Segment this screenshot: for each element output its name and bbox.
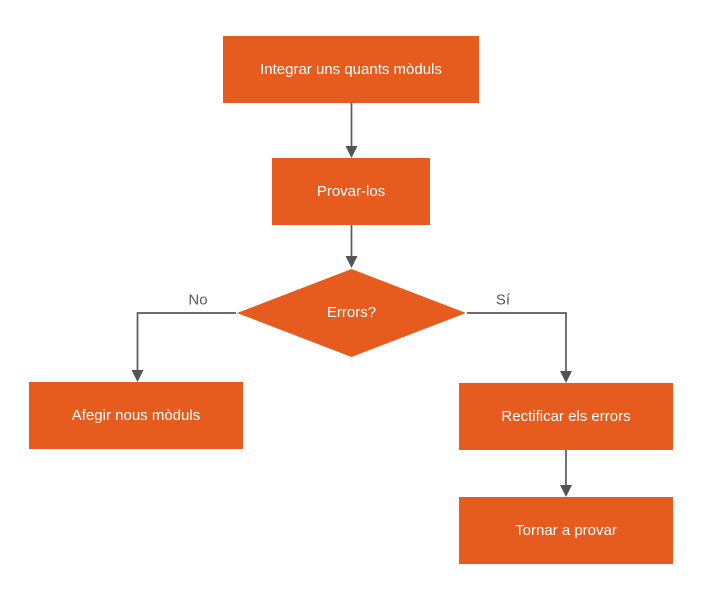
flow-node-integrate: Integrar uns quants mòduls <box>223 36 479 103</box>
connector-decision-fixerrors <box>467 312 567 372</box>
edge-label-no: No <box>188 291 208 309</box>
arrowhead-icon <box>560 485 572 497</box>
flow-node-add-modules-label: Afegir nous mòduls <box>71 406 201 424</box>
flow-node-test-label: Provar-los <box>316 182 386 200</box>
connector-decision-addmodules <box>136 312 236 371</box>
arrowhead-icon <box>560 371 572 383</box>
flow-node-test: Provar-los <box>272 158 430 225</box>
arrowhead-icon <box>345 146 358 158</box>
arrowhead-icon <box>345 256 358 268</box>
flow-node-fix-errors-label: Rectificar els errors <box>501 407 631 425</box>
edge-label-yes: Sí <box>495 291 511 309</box>
flow-node-retest: Tornar a provar <box>459 497 673 564</box>
arrowhead-icon <box>131 370 144 382</box>
flow-node-decision-label: Errors? <box>326 304 377 321</box>
flow-node-integrate-label: Integrar uns quants mòduls <box>260 60 442 78</box>
flow-node-fix-errors: Rectificar els errors <box>459 383 673 450</box>
flow-node-decision: Errors? <box>237 269 466 357</box>
flow-node-retest-label: Tornar a provar <box>515 521 617 539</box>
flow-node-add-modules: Afegir nous mòduls <box>29 382 243 449</box>
